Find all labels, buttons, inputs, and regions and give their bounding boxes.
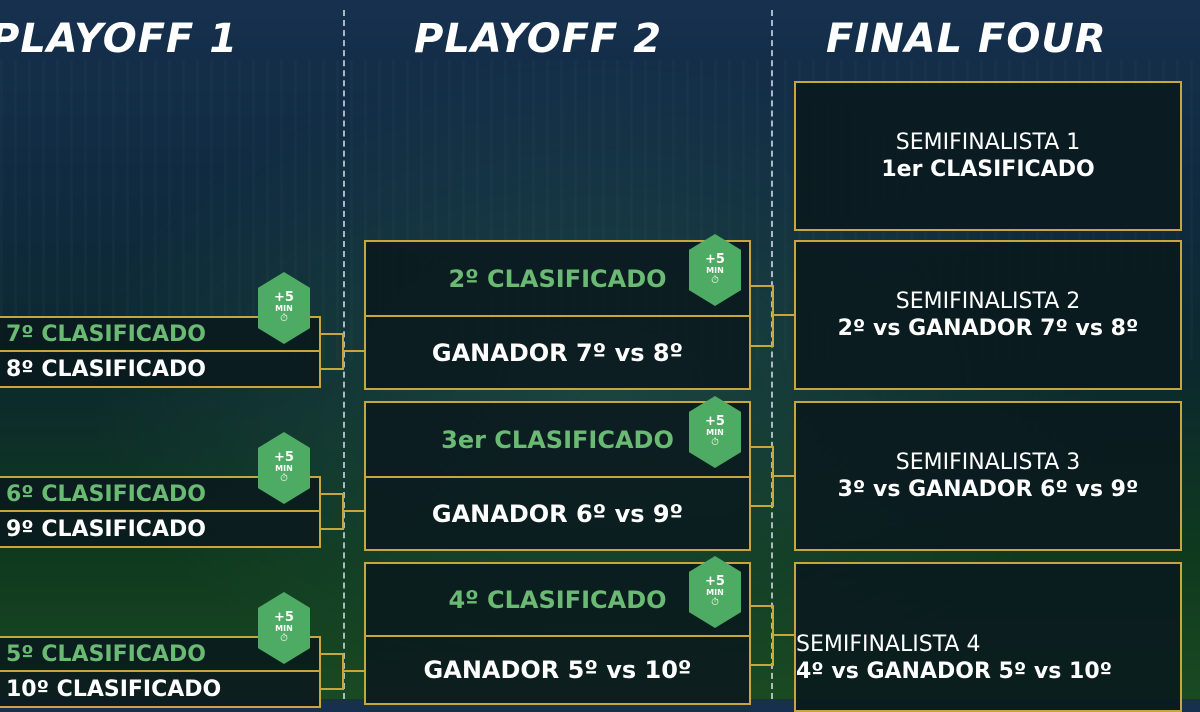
semifinalist-3-card: SEMIFINALISTA 3 3º vs GANADOR 6º vs 9º: [794, 401, 1182, 551]
bracket-connector: [751, 605, 773, 607]
bracket-connector: [321, 528, 343, 530]
stopwatch-icon: ⏱: [280, 313, 288, 324]
bracket-connector: [321, 493, 343, 495]
semifinalist-2-card: SEMIFINALISTA 2 2º vs GANADOR 7º vs 8º: [794, 240, 1182, 390]
bracket-connector: [772, 634, 794, 636]
semifinalist-detail: 2º vs GANADOR 7º vs 8º: [837, 316, 1139, 341]
p1-match-2-bottom: 9º CLASIFICADO: [0, 510, 321, 548]
bracket-connector: [321, 653, 343, 655]
column-divider: [343, 10, 345, 699]
stopwatch-icon: ⏱: [711, 437, 719, 448]
header-final-four: FINAL FOUR: [826, 16, 1107, 62]
column-divider: [771, 10, 773, 699]
bracket-connector: [342, 510, 366, 512]
bracket-connector: [321, 688, 343, 690]
stopwatch-icon: ⏱: [711, 597, 719, 608]
header-playoff-1: PLAYOFF 1: [0, 16, 239, 62]
stopwatch-icon: ⏱: [711, 275, 719, 286]
bracket-connector: [772, 285, 774, 347]
bracket-connector: [342, 670, 366, 672]
semifinalist-4-card: SEMIFINALISTA 4 4º vs GANADOR 5º vs 10º: [794, 562, 1182, 712]
bracket-connector: [772, 314, 794, 316]
semifinalist-detail: 4º vs GANADOR 5º vs 10º: [796, 659, 1113, 684]
stopwatch-icon: ⏱: [280, 633, 288, 644]
p2-match-1-bottom: GANADOR 7º vs 8º: [364, 315, 751, 390]
p2-match-3-bottom: GANADOR 5º vs 10º: [364, 635, 751, 705]
bracket-connector: [751, 664, 773, 666]
bracket-connector: [342, 350, 366, 352]
p2-match-2-bottom: GANADOR 6º vs 9º: [364, 476, 751, 551]
semifinalist-label: SEMIFINALISTA 2: [895, 289, 1081, 314]
semifinalist-detail: 1er CLASIFICADO: [881, 157, 1095, 182]
semifinalist-label: SEMIFINALISTA 3: [895, 450, 1081, 475]
semifinalist-detail: 3º vs GANADOR 6º vs 9º: [837, 477, 1139, 502]
bracket-connector: [751, 345, 773, 347]
bracket-connector: [751, 505, 773, 507]
p2-match-1-top: 2º CLASIFICADO: [364, 240, 751, 317]
stopwatch-icon: ⏱: [280, 473, 288, 484]
bracket-connector: [321, 368, 343, 370]
semifinalist-1-card: SEMIFINALISTA 1 1er CLASIFICADO: [794, 81, 1182, 231]
semifinalist-label: SEMIFINALISTA 1: [895, 130, 1081, 155]
bracket-connector: [772, 475, 794, 477]
semifinalist-label: SEMIFINALISTA 4: [796, 632, 981, 657]
bracket-connector: [751, 446, 773, 448]
p1-match-3-bottom: 10º CLASIFICADO: [0, 670, 321, 708]
p1-match-3-top: 5º CLASIFICADO: [0, 636, 321, 672]
p1-match-1-bottom: 8º CLASIFICADO: [0, 350, 321, 388]
bracket-connector: [751, 285, 773, 287]
bracket-connector: [321, 333, 343, 335]
header-playoff-2: PLAYOFF 2: [414, 16, 663, 62]
p2-match-2-top: 3er CLASIFICADO: [364, 401, 751, 478]
